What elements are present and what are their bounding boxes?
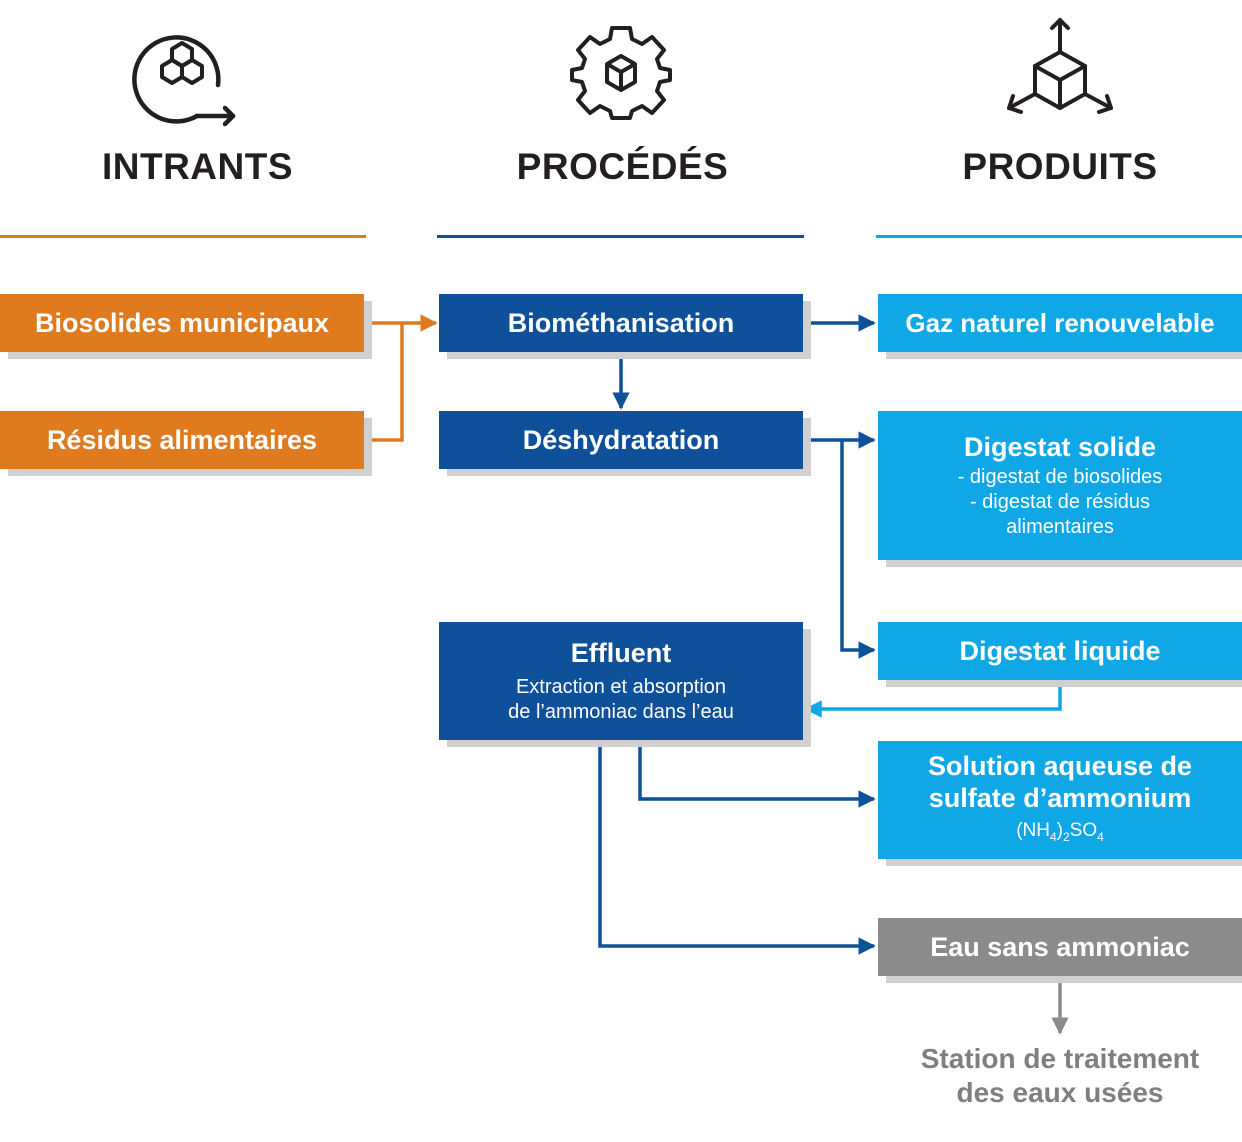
gear-cube-icon bbox=[570, 26, 672, 120]
products-divider bbox=[876, 235, 1242, 238]
box-food-residues: Résidus alimentaires bbox=[0, 411, 364, 469]
label-food-residues: Résidus alimentaires bbox=[46, 425, 318, 455]
label-effluent-title: Effluent bbox=[570, 638, 672, 668]
label-solid-digestate-line2: - digestat de résidus bbox=[969, 491, 1151, 513]
treatment-station-label: Station de traitement des eaux usées bbox=[878, 1042, 1242, 1110]
label-dehydration: Déshydratation bbox=[522, 425, 720, 455]
connector-liquid-digestate bbox=[840, 440, 876, 659]
label-liquid-digestate: Digestat liquide bbox=[959, 636, 1161, 666]
label-ammonium-sulfate-line2: sulfate d’ammonium bbox=[928, 783, 1192, 814]
label-solid-digestate-title: Digestat solide bbox=[963, 432, 1157, 462]
inputs-title: INTRANTS bbox=[101, 146, 294, 187]
label-biomethanisation: Biométhanisation bbox=[507, 308, 735, 338]
formula-sub2: 2 bbox=[1062, 829, 1070, 844]
label-effluent-line1: Extraction et absorption bbox=[515, 676, 727, 698]
cube-arrows-icon bbox=[1007, 18, 1113, 114]
formula-sub3: 4 bbox=[1097, 829, 1104, 844]
box-solid-digestate: Digestat solide - digestat de biosolides… bbox=[878, 411, 1242, 560]
box-rng: Gaz naturel renouvelable bbox=[878, 294, 1242, 352]
molecule-cycle-icon bbox=[132, 35, 236, 127]
processes-divider bbox=[437, 235, 804, 238]
processes-title: PROCÉDÉS bbox=[516, 146, 729, 187]
products-title: PRODUITS bbox=[962, 146, 1158, 187]
label-ammonia-free-water: Eau sans ammoniac bbox=[930, 932, 1190, 962]
connector-ammonium-sulfate bbox=[638, 740, 876, 808]
box-municipal-biosolids: Biosolides municipaux bbox=[0, 294, 364, 352]
formula-sub1: 4 bbox=[1049, 829, 1057, 844]
box-ammonia-free-water: Eau sans ammoniac bbox=[878, 918, 1242, 976]
formula-part1: (NH bbox=[1016, 820, 1050, 842]
treatment-station-line2: des eaux usées bbox=[956, 1077, 1164, 1108]
label-rng: Gaz naturel renouvelable bbox=[905, 308, 1215, 338]
label-solid-digestate-line1: - digestat de biosolides bbox=[957, 466, 1163, 488]
label-municipal-biosolids: Biosolides municipaux bbox=[34, 308, 330, 338]
formula-part2: ) bbox=[1056, 820, 1063, 842]
label-solid-digestate-line3: alimentaires bbox=[1006, 516, 1114, 538]
box-dehydration: Déshydratation bbox=[439, 411, 803, 469]
box-biomethanisation: Biométhanisation bbox=[439, 294, 803, 352]
connector-food-residues bbox=[364, 323, 404, 442]
connector-liquid-to-effluent bbox=[804, 680, 1062, 718]
label-ammonium-sulfate-line1: Solution aqueuse de bbox=[927, 751, 1193, 782]
label-effluent-line2: de l’ammoniac dans l’eau bbox=[508, 701, 734, 723]
connector-ammonia-free-water bbox=[598, 740, 876, 955]
inputs-divider bbox=[0, 235, 366, 238]
treatment-station-line1: Station de traitement bbox=[920, 1043, 1200, 1074]
box-liquid-digestate: Digestat liquide bbox=[878, 622, 1242, 680]
ammonium-sulfate-formula: (NH4)2SO4 bbox=[1016, 818, 1104, 850]
box-ammonium-sulfate: Solution aqueuse de sulfate d’ammonium (… bbox=[878, 741, 1242, 859]
box-effluent: Effluent Extraction et absorption de l’a… bbox=[439, 622, 803, 740]
formula-part3: SO bbox=[1069, 820, 1098, 842]
